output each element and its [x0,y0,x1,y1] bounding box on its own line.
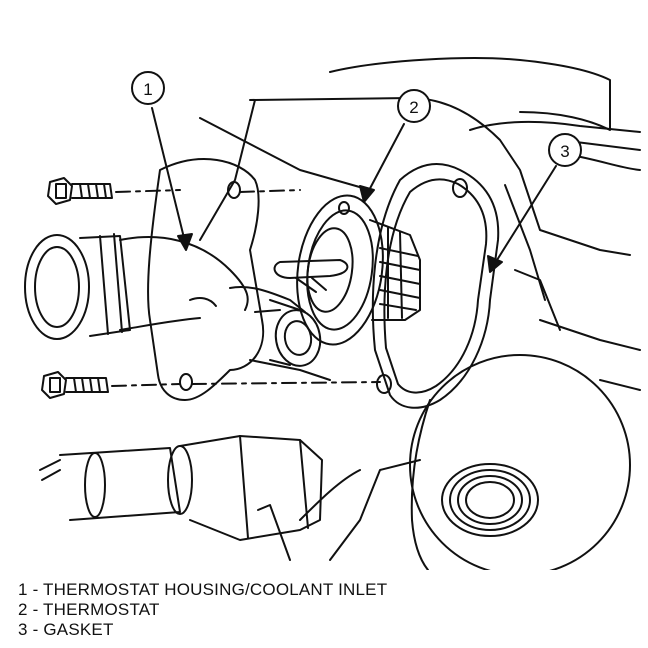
bolt-lower [41,371,181,399]
bolt-upper [47,177,181,205]
thermostat-exploded-diagram: 1 2 3 [24,57,641,570]
gasket-alignment-lines [191,189,381,385]
thermostat-housing [24,158,322,401]
leader-arrows [151,107,557,273]
leader-3 [491,165,557,269]
svg-text:2: 2 [409,98,418,117]
arrow-head-2 [359,185,375,203]
hose-sensor-assembly [39,435,323,561]
legend-item-gasket: 3 - GASKET [18,620,114,639]
pulley [409,354,631,570]
callout-1: 1 [131,71,165,105]
leader-1 [151,107,187,247]
svg-text:3: 3 [560,142,569,161]
arrow-head-1 [177,233,193,251]
legend-item-housing: 1 - THERMOSTAT HOUSING/COOLANT INLET [18,580,388,599]
legend: 1 - THERMOSTAT HOUSING/COOLANT INLET 2 -… [18,580,387,640]
svg-text:1: 1 [143,80,152,99]
arrow-head-3 [487,255,503,273]
callout-3: 3 [548,133,582,167]
callout-2: 2 [397,89,431,123]
gasket [371,163,500,409]
thermostat [273,194,421,346]
legend-item-thermostat: 2 - THERMOSTAT [18,600,160,619]
leader-2 [365,123,405,197]
